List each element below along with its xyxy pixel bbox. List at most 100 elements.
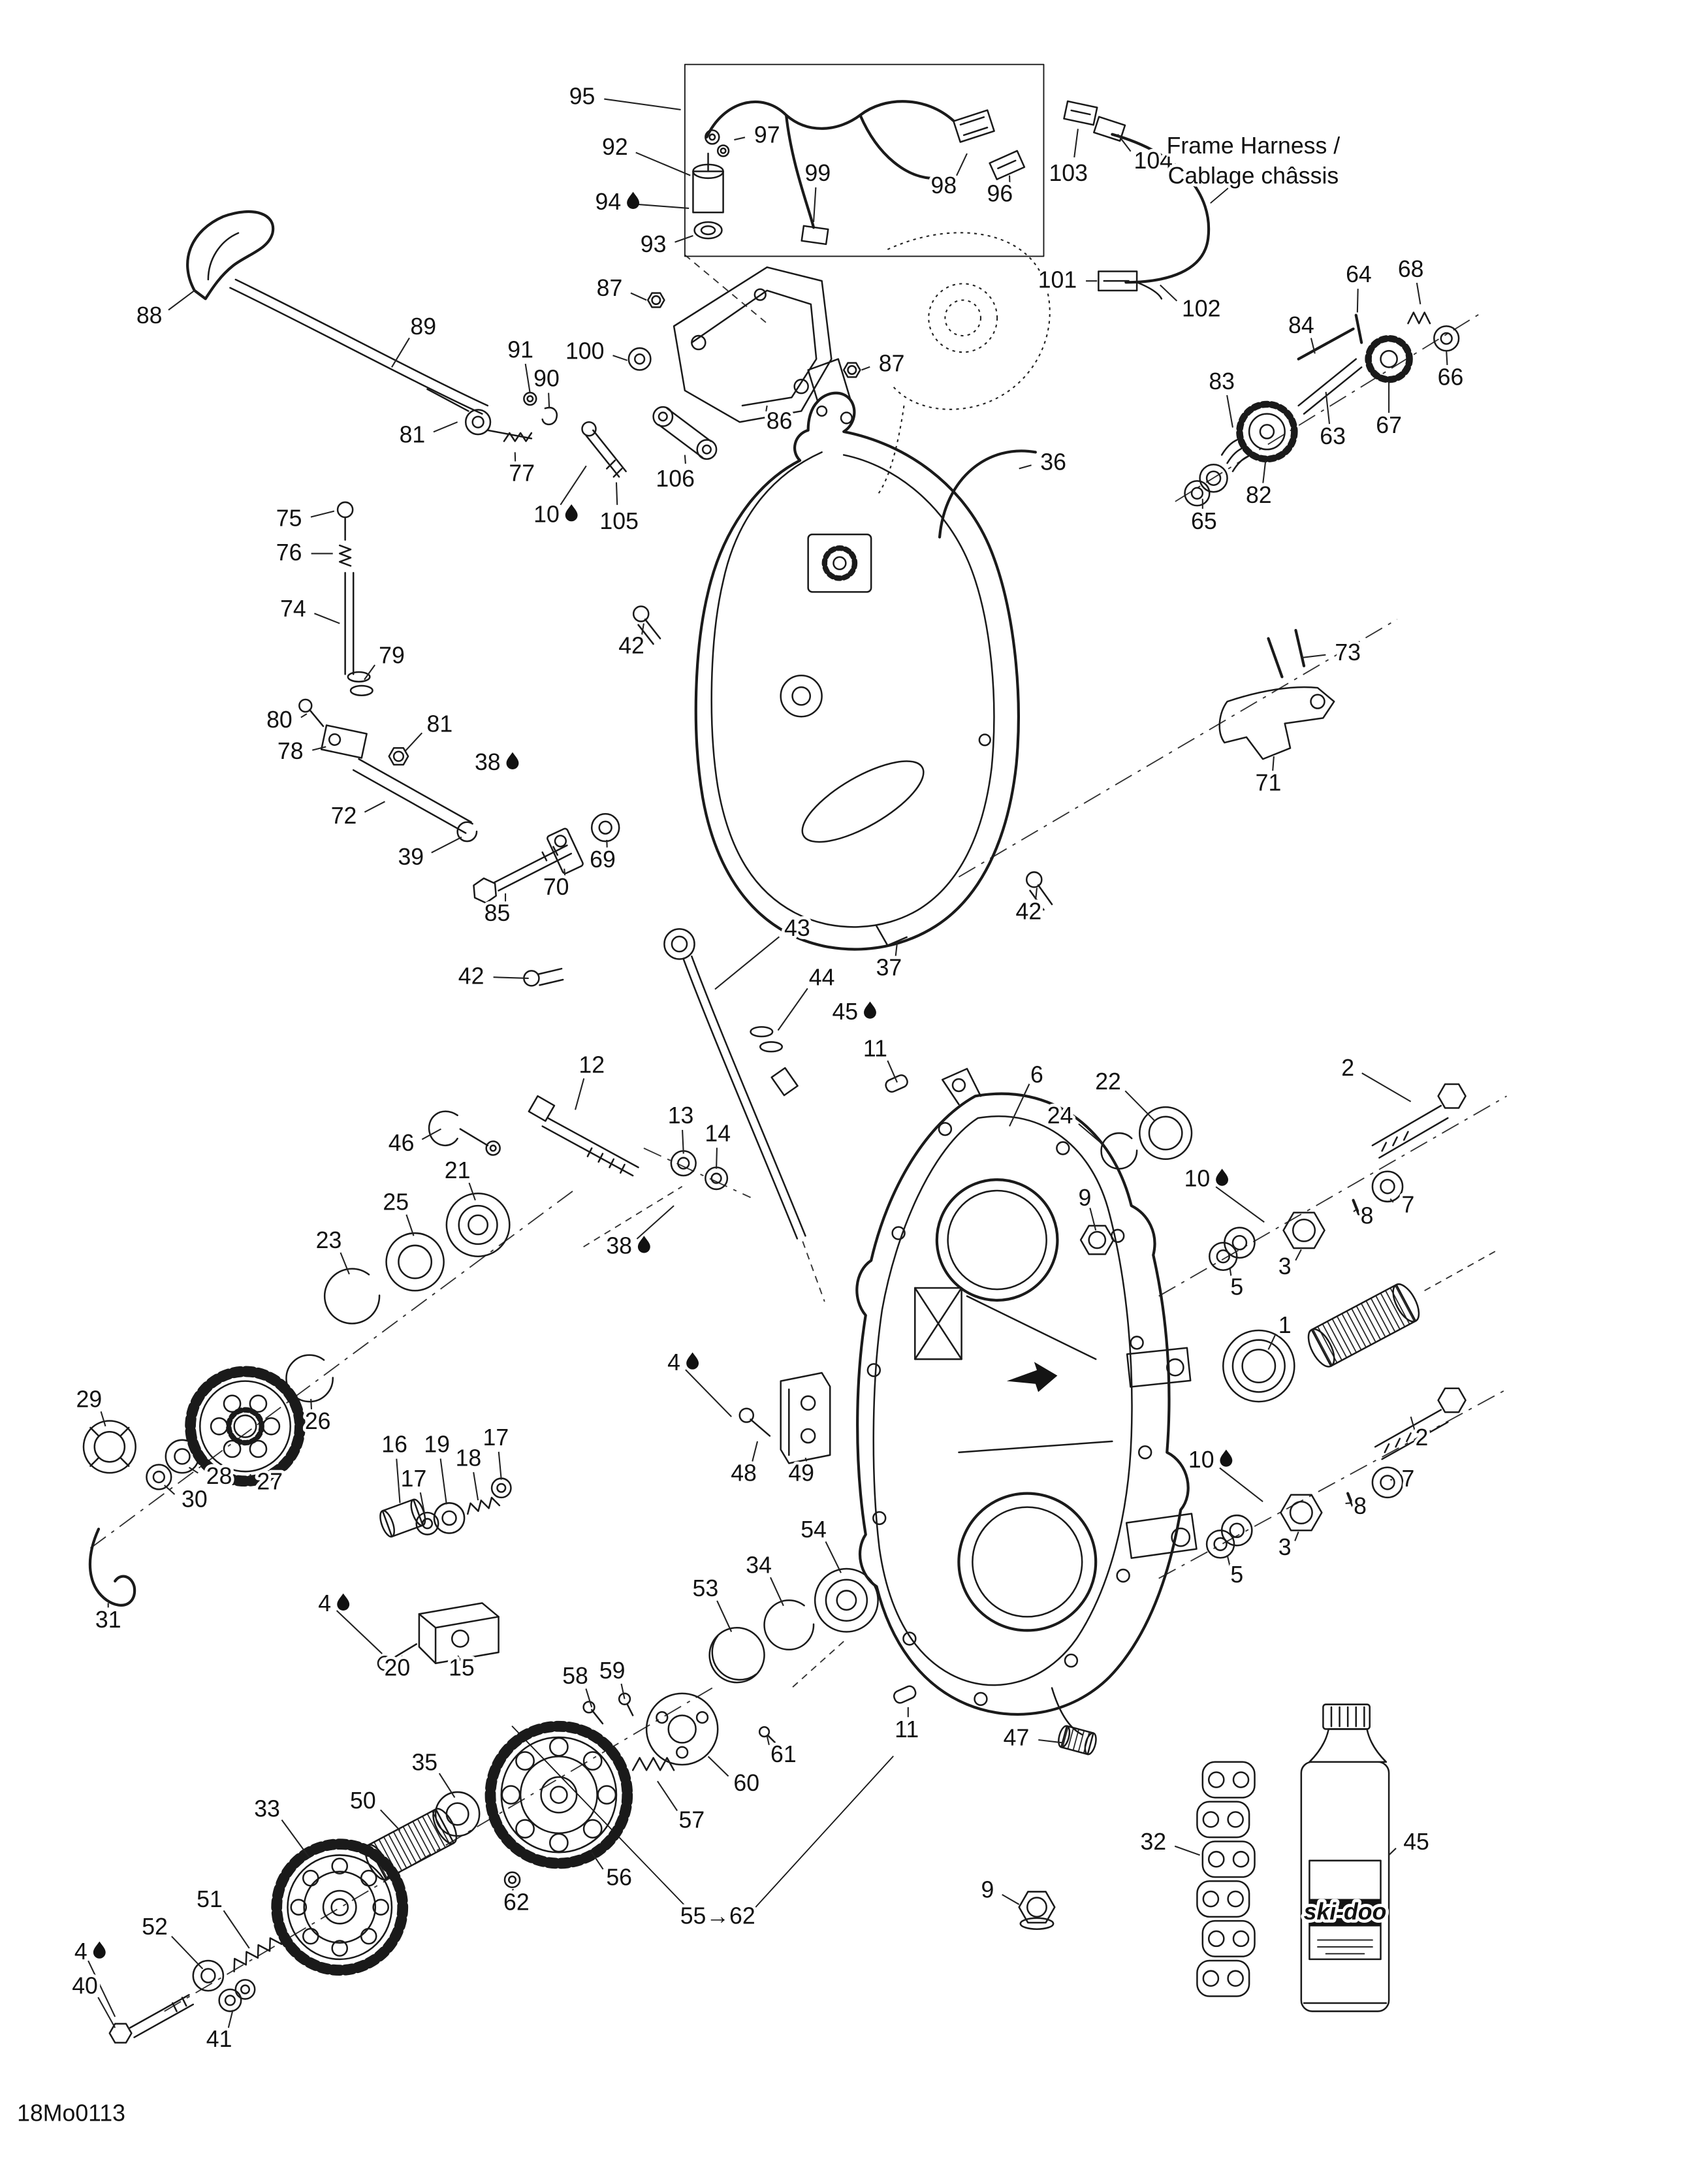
leader-line <box>419 1492 426 1515</box>
lubricant-drop-icon <box>506 752 519 769</box>
leader-line <box>164 1485 176 1495</box>
chain-32-drawing <box>1196 1761 1256 1997</box>
leader-line <box>716 1148 718 1169</box>
leader-line <box>716 1600 733 1632</box>
callout-63: 63 <box>1320 423 1346 449</box>
callout-48: 48 <box>731 1460 757 1486</box>
callout-93: 93 <box>641 231 667 257</box>
leader-line <box>615 482 618 506</box>
callout-32: 32 <box>1140 1829 1166 1855</box>
callout-10: 10 <box>533 501 560 527</box>
callout-99: 99 <box>805 160 831 186</box>
callout-3: 3 <box>1278 1253 1292 1279</box>
right-fasteners-top-drawing <box>1079 1083 1467 1403</box>
leader-line <box>641 623 644 635</box>
callout-101: 101 <box>1038 267 1077 293</box>
callout-28: 28 <box>206 1463 232 1489</box>
leader-line <box>364 801 385 813</box>
bracket-86-drawing <box>627 266 861 423</box>
lower-gear-cluster-drawing <box>108 1567 879 2044</box>
leader-line <box>314 613 340 624</box>
leader-line <box>1295 1249 1302 1261</box>
lubricant-drop-icon <box>864 1001 876 1019</box>
leader-line <box>1267 1334 1277 1350</box>
callout-61: 61 <box>770 1741 797 1767</box>
callout-53: 53 <box>692 1575 718 1601</box>
callout-47: 47 <box>1004 1725 1030 1751</box>
callout-8: 8 <box>1354 1493 1367 1519</box>
callout-30: 30 <box>182 1486 208 1513</box>
callout-82: 82 <box>1246 482 1272 508</box>
chaincase-housing-drawing <box>855 1068 1198 1736</box>
callout-65: 65 <box>1191 508 1217 534</box>
callout-37: 37 <box>876 955 902 981</box>
leader-line <box>684 455 686 464</box>
leader-line <box>1073 129 1079 158</box>
leader-line <box>1389 1198 1394 1203</box>
leader-line <box>1174 1845 1200 1856</box>
leader-line <box>438 1773 456 1798</box>
leader-line <box>399 1655 404 1659</box>
callout-70: 70 <box>543 874 569 900</box>
callout-43: 43 <box>784 915 810 941</box>
leader-line <box>575 1078 585 1110</box>
leader-line <box>1410 1416 1416 1431</box>
leader-line <box>1226 394 1233 428</box>
leader-line <box>493 976 529 979</box>
callout-50: 50 <box>350 1788 376 1814</box>
leader-line <box>1446 351 1448 366</box>
leader-line <box>364 664 375 681</box>
callout-87: 87 <box>597 275 623 301</box>
leader-line <box>707 1756 729 1777</box>
callout-3: 3 <box>1278 1534 1292 1560</box>
construction-axes <box>89 312 1507 2012</box>
leader-line <box>895 942 898 956</box>
callout-35: 35 <box>411 1749 437 1775</box>
leader-line <box>682 1130 684 1154</box>
callout-96: 96 <box>987 180 1013 206</box>
group-bracket-lines <box>511 1726 894 1914</box>
leader-line <box>312 746 326 751</box>
leader-line <box>752 1441 759 1462</box>
leader-line <box>498 1451 502 1480</box>
callout-81: 81 <box>400 422 426 448</box>
callout-57: 57 <box>679 1807 705 1833</box>
leader-line <box>1353 1209 1357 1212</box>
leader-line <box>1002 1893 1020 1905</box>
leader-line <box>1310 338 1316 354</box>
callout-42: 42 <box>618 633 644 659</box>
callout-104: 104 <box>1134 148 1173 174</box>
leader-line <box>563 868 566 876</box>
leader-line <box>379 1809 401 1831</box>
leader-line <box>734 136 746 141</box>
callout-4: 4 <box>318 1590 331 1616</box>
callout-17: 17 <box>483 1424 509 1451</box>
leader-line <box>391 337 410 368</box>
callout-22: 22 <box>1095 1068 1121 1095</box>
shift-fork-71-drawing <box>1218 628 1335 760</box>
callout-41: 41 <box>206 2026 232 2052</box>
leader-line <box>1035 888 1038 901</box>
leader-line <box>612 355 628 361</box>
leader-line <box>657 1780 678 1812</box>
assembly-dash-lines <box>583 254 1499 1689</box>
callout-18: 18 <box>456 1445 482 1471</box>
leader-line <box>1262 460 1267 483</box>
callout-42: 42 <box>458 963 484 989</box>
callout-9: 9 <box>1078 1185 1091 1211</box>
callout-44: 44 <box>809 964 835 990</box>
callout-14: 14 <box>705 1121 731 1147</box>
leader-line <box>766 1735 770 1746</box>
callout-95: 95 <box>569 84 595 110</box>
leader-line <box>630 292 647 301</box>
leader-line <box>473 1471 479 1501</box>
callout-69: 69 <box>590 846 616 873</box>
leader-line <box>812 187 817 223</box>
vent-hose-36-drawing <box>938 449 1037 539</box>
leader-line <box>630 203 690 210</box>
leader-line <box>635 152 691 176</box>
leader-line <box>168 289 195 311</box>
callout-88: 88 <box>136 302 163 329</box>
callout-51: 51 <box>197 1886 223 1912</box>
callout-5: 5 <box>1230 1274 1243 1300</box>
